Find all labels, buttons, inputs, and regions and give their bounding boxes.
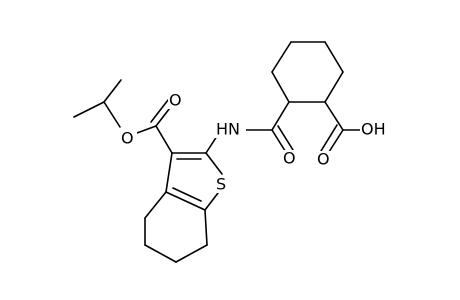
atom-o-ester: O [120, 129, 137, 148]
atom-nh: HN [214, 120, 246, 139]
atom-labels: O O HN S O O OH [120, 91, 390, 194]
bond [175, 244, 208, 263]
bond [205, 152, 223, 175]
atom-s: S [215, 175, 230, 194]
bond [271, 101, 290, 131]
atom-oh: OH [360, 120, 390, 139]
atom-label: O [283, 149, 296, 168]
bond [73, 101, 105, 118]
bond [324, 71, 344, 103]
bond [271, 71, 290, 103]
atom-label: O [317, 150, 330, 169]
bond [155, 125, 173, 154]
bond [204, 209, 208, 246]
bond [165, 152, 173, 193]
bond [165, 191, 206, 211]
atom-o-amide: O [282, 149, 298, 168]
bond [103, 101, 121, 128]
bond [172, 187, 202, 202]
atom-label: HN [216, 120, 240, 139]
bond [103, 79, 122, 103]
bond [271, 41, 292, 73]
bond [277, 125, 294, 151]
bond [324, 101, 344, 131]
atom-label: OH [361, 120, 386, 139]
atom-label: O [169, 91, 182, 110]
bond [320, 124, 338, 152]
bond [144, 191, 167, 219]
bond [326, 129, 344, 156]
bond [150, 99, 169, 123]
atom-label: O [121, 129, 134, 148]
atom-o-ester-carbonyl: O [168, 91, 182, 110]
atom-label: S [216, 175, 226, 194]
bond [324, 41, 344, 73]
bond [144, 244, 177, 263]
atom-o-acid-carbonyl: O [316, 150, 332, 169]
bond [136, 125, 157, 134]
bond [204, 192, 219, 211]
